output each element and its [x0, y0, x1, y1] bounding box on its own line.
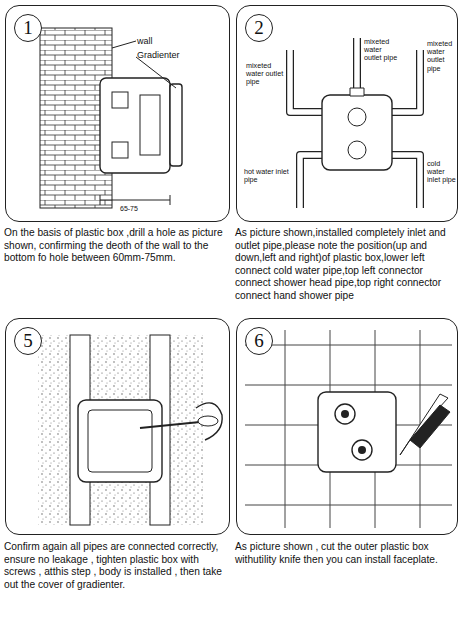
step-number-text: 6 — [254, 330, 264, 352]
step-number: 1 — [14, 14, 42, 42]
step-caption: Confirm again all pipes are connected co… — [4, 541, 227, 591]
part-label: mixeted water outlet pipe — [246, 62, 286, 87]
part-label: wall — [137, 36, 177, 46]
step-number-text: 1 — [23, 17, 33, 39]
part-label: mixeted water outlet pipe — [364, 38, 400, 63]
faceplate-drawing — [245, 330, 452, 528]
install-drawing — [38, 335, 222, 525]
part-label: Gradienter — [137, 50, 197, 60]
step-panel: Confirm again all pipes are connected co… — [5, 318, 230, 535]
step-number-text: 5 — [23, 330, 33, 352]
step-number: 5 — [14, 327, 42, 355]
pipe-drawing — [290, 38, 420, 208]
step-number: 2 — [245, 14, 273, 42]
step-number: 6 — [245, 327, 273, 355]
part-label: hot water inlet pipe — [244, 168, 294, 184]
step-panel: On the basis of plastic box ,drill a hol… — [5, 5, 230, 222]
part-label: 65-75 — [120, 205, 160, 213]
step-caption: As picture shown,installed completely in… — [235, 227, 455, 303]
part-label: mixeted water outlet pipe — [427, 40, 457, 73]
step-panel: As picture shown , cut the outer plastic… — [236, 318, 458, 535]
step-panel: As picture shown,installed completely in… — [236, 5, 458, 222]
step-caption: As picture shown , cut the outer plastic… — [235, 541, 455, 566]
step-caption: On the basis of plastic box ,drill a hol… — [4, 227, 227, 265]
part-label: cold water inlet pipe — [427, 160, 457, 185]
step-number-text: 2 — [254, 17, 264, 39]
